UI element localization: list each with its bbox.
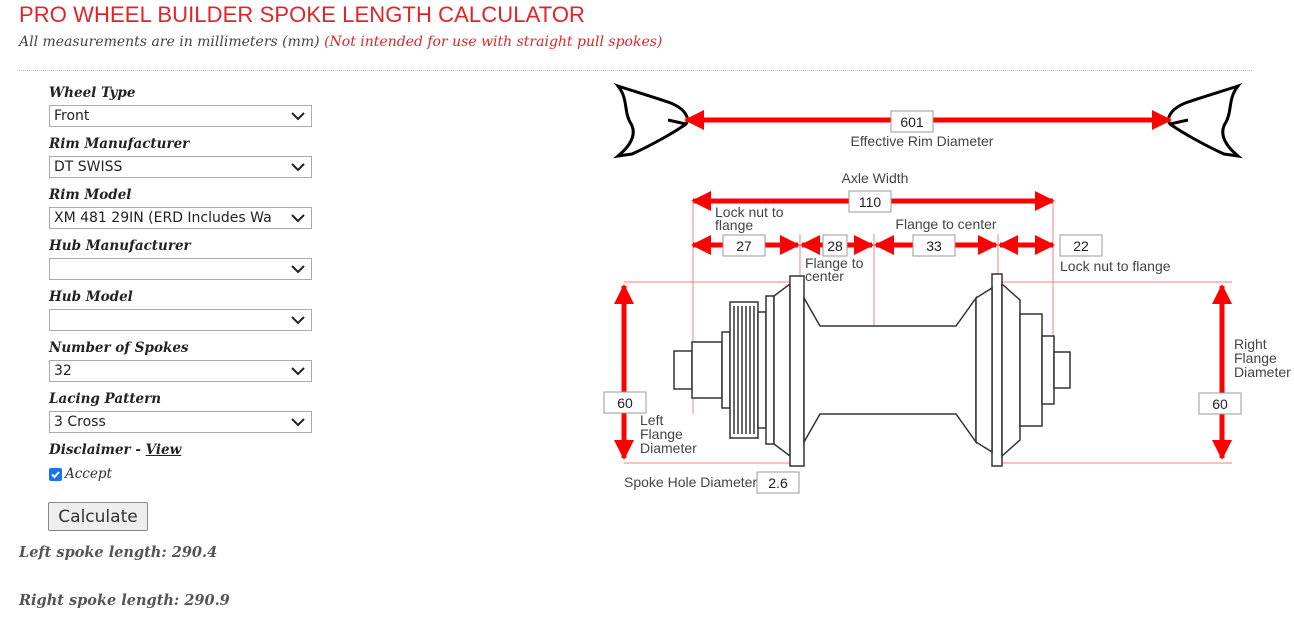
rim-manufacturer-value: DT SWISS — [54, 159, 123, 175]
accept-row: Accept — [49, 462, 314, 486]
left-rim-profile — [612, 82, 689, 159]
chevron-down-icon — [291, 112, 305, 121]
hub-model-select[interactable] — [49, 309, 312, 331]
accept-checkbox[interactable] — [49, 467, 62, 481]
lacing-pattern-select[interactable]: 3 Cross — [49, 411, 312, 433]
axle-width-value: 110 — [859, 194, 882, 210]
left-flange-label-1: Left — [640, 412, 663, 428]
rim-model-value: XM 481 29IN (ERD Includes Wa — [54, 210, 272, 226]
right-flange-diameter-value: 60 — [1212, 396, 1228, 412]
left-flange-label-2: Flange — [640, 426, 683, 442]
left-flange-diameter-value: 60 — [617, 395, 633, 411]
disclaimer-label: Disclaimer - View — [49, 441, 314, 462]
rim-model-select[interactable]: XM 481 29IN (ERD Includes Wa — [49, 207, 312, 229]
chevron-down-icon — [291, 214, 305, 223]
flange-center-left-label-1: Flange to — [805, 255, 864, 271]
left-flange-label-3: Diameter — [640, 440, 697, 456]
hub-manufacturer-select[interactable] — [49, 258, 312, 280]
page-subtitle: All measurements are in millimeters (mm)… — [19, 34, 662, 50]
number-of-spokes-select[interactable]: 32 — [49, 360, 312, 382]
hub-model-label: Hub Model — [49, 289, 133, 305]
effective-rim-diameter-box — [890, 110, 934, 133]
right-flange-label-1: Right — [1234, 336, 1267, 352]
left-spoke-length: Left spoke length: 290.4 — [19, 544, 218, 561]
lock-nut-left-label-2: flange — [715, 217, 753, 233]
checkmark-icon — [51, 470, 60, 478]
disclaimer-text: Disclaimer - — [49, 442, 146, 458]
number-of-spokes-label: Number of Spokes — [49, 340, 189, 356]
lock-nut-right-value: 22 — [1073, 238, 1089, 254]
right-flange-label-2: Flange — [1234, 350, 1277, 366]
effective-rim-diameter-label: Effective Rim Diameter — [851, 133, 994, 149]
page-title: PRO WHEEL BUILDER SPOKE LENGTH CALCULATO… — [19, 2, 586, 27]
wheel-type-label: Wheel Type — [49, 85, 136, 101]
right-spoke-length: Right spoke length: 290.9 — [19, 592, 230, 609]
chevron-down-icon — [291, 418, 305, 427]
wheel-type-value: Front — [54, 108, 90, 124]
lock-nut-left-label-1: Lock nut to — [715, 204, 784, 220]
right-flange-label-3: Diameter — [1234, 364, 1291, 380]
hub-drawing — [673, 273, 1071, 467]
spoke-hole-value: 2.6 — [768, 475, 788, 491]
axle-width-label: Axle Width — [842, 170, 909, 186]
hub-manufacturer-label: Hub Manufacturer — [49, 238, 191, 254]
chevron-down-icon — [291, 265, 305, 274]
number-of-spokes-value: 32 — [54, 363, 72, 379]
calculate-button[interactable]: Calculate — [48, 502, 148, 531]
wheel-type-select[interactable]: Front — [49, 105, 312, 127]
rim-manufacturer-select[interactable]: DT SWISS — [49, 156, 312, 178]
flange-center-left-label-2: center — [805, 268, 844, 284]
lock-nut-right-label: Lock nut to flange — [1060, 258, 1171, 274]
lacing-pattern-label: Lacing Pattern — [49, 391, 162, 407]
calculator-form: Wheel Type Front Rim Manufacturer DT SWI… — [49, 84, 314, 486]
accept-label: Accept — [65, 466, 112, 482]
lacing-pattern-value: 3 Cross — [54, 414, 106, 430]
flange-center-right-label: Flange to center — [895, 216, 997, 232]
flange-center-left-value: 28 — [827, 238, 843, 254]
spoke-hole-label: Spoke Hole Diameter — [624, 474, 757, 490]
divider — [19, 70, 1252, 71]
rim-model-label: Rim Model — [49, 187, 132, 203]
lock-nut-left-value: 27 — [736, 238, 752, 254]
right-rim-profile — [1167, 82, 1244, 159]
hub-diagram: 601 Effective Rim Diameter Axle Width 11… — [603, 82, 1291, 494]
units-note: All measurements are in millimeters (mm) — [19, 34, 325, 50]
chevron-down-icon — [291, 367, 305, 376]
chevron-down-icon — [291, 316, 305, 325]
disclaimer-view-link[interactable]: View — [145, 442, 182, 458]
flange-center-right-value: 33 — [926, 238, 942, 254]
effective-rim-diameter-value: 601 — [900, 114, 924, 130]
straight-pull-warning: (Not intended for use with straight pull… — [324, 34, 663, 50]
rim-manufacturer-label: Rim Manufacturer — [49, 136, 190, 152]
chevron-down-icon — [291, 163, 305, 172]
